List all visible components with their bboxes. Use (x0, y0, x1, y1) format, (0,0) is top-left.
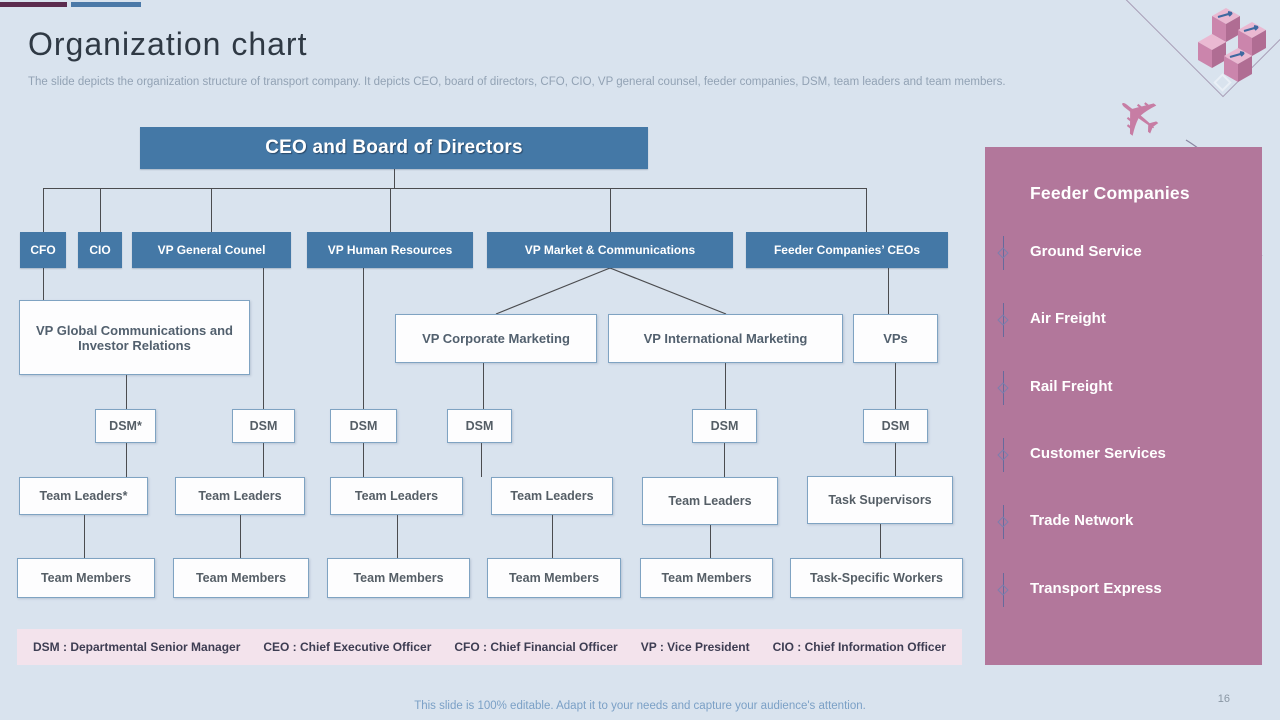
legend-item-cio: CIO : Chief Information Officer (772, 640, 946, 654)
feeder-item-rail-freight[interactable]: Rail Freight (985, 370, 1262, 406)
org-box-vp-human-resources[interactable]: VP Human Resources (307, 232, 473, 268)
org-box-dsm-4[interactable]: DSM (447, 409, 512, 443)
connector-line (126, 375, 127, 409)
org-box-team-leaders-1[interactable]: Team Leaders* (19, 477, 148, 515)
bullet-stem (1003, 371, 1004, 405)
bullet-stem (1003, 505, 1004, 539)
org-box-vp-market-communications[interactable]: VP Market & Communications (487, 232, 733, 268)
org-box-dsm-1[interactable]: DSM* (95, 409, 156, 443)
legend-item-vp: VP : Vice President (640, 640, 750, 654)
feeder-item-label: Ground Service (1030, 243, 1142, 260)
feeder-item-label: Rail Freight (1030, 378, 1113, 395)
org-box-team-members-2[interactable]: Team Members (173, 558, 309, 598)
org-box-task-supervisors[interactable]: Task Supervisors (807, 476, 953, 524)
org-box-vp-corporate-marketing[interactable]: VP Corporate Marketing (395, 314, 597, 363)
connector-line (895, 363, 896, 409)
connector-line (363, 268, 364, 409)
connector-line (481, 443, 482, 477)
org-box-team-leaders-4[interactable]: Team Leaders (491, 477, 613, 515)
feeder-item-transport-express[interactable]: Transport Express (985, 572, 1262, 608)
connector-line (43, 188, 44, 232)
abbreviation-legend: DSM : Departmental Senior Manager CEO : … (17, 629, 962, 665)
page-subtitle: The slide depicts the organization struc… (28, 76, 1006, 88)
feeder-item-customer-services[interactable]: Customer Services (985, 437, 1262, 473)
feeder-item-label: Trade Network (1030, 512, 1134, 529)
editable-note: This slide is 100% editable. Adapt it to… (414, 700, 866, 712)
connector-line (880, 524, 881, 558)
connector-line (126, 443, 127, 477)
connector-line (725, 363, 726, 409)
connector-line (390, 188, 391, 232)
feeder-item-trade-network[interactable]: Trade Network (985, 504, 1262, 540)
org-box-dsm-5[interactable]: DSM (692, 409, 757, 443)
org-box-team-leaders-3[interactable]: Team Leaders (330, 477, 463, 515)
legend-item-ceo: CEO : Chief Executive Officer (263, 640, 432, 654)
org-box-dsm-3[interactable]: DSM (330, 409, 397, 443)
connector-line (43, 268, 44, 300)
bullet-stem (1003, 438, 1004, 472)
org-box-task-specific-workers[interactable]: Task-Specific Workers (790, 558, 963, 598)
connector-line (240, 515, 241, 558)
plane-icon: ✈ (1099, 77, 1176, 156)
org-box-ceo-board[interactable]: CEO and Board of Directors (140, 127, 648, 169)
feeder-companies-panel: Feeder Companies Ground Service Air Frei… (985, 147, 1262, 665)
connector-line (724, 443, 725, 477)
accent-bar-maroon (0, 2, 67, 7)
feeder-item-air-freight[interactable]: Air Freight (985, 302, 1262, 338)
diamond-bullet-icon (997, 516, 1009, 528)
feeder-item-ground-service[interactable]: Ground Service (985, 235, 1262, 271)
feeder-item-label: Customer Services (1030, 445, 1166, 462)
bullet-stem (1003, 303, 1004, 337)
diamond-bullet-icon (997, 247, 1009, 259)
org-box-team-leaders-2[interactable]: Team Leaders (175, 477, 305, 515)
bullet-stem (1003, 236, 1004, 270)
connector-line (710, 525, 711, 558)
connector-line (888, 268, 889, 314)
org-box-dsm-6[interactable]: DSM (863, 409, 928, 443)
page-number: 16 (1217, 693, 1230, 705)
org-box-team-members-3[interactable]: Team Members (327, 558, 470, 598)
diamond-bullet-icon (997, 584, 1009, 596)
connector-line (43, 188, 866, 189)
org-box-feeder-companies-ceos[interactable]: Feeder Companies’ CEOs (746, 232, 948, 268)
org-box-team-members-4[interactable]: Team Members (487, 558, 621, 598)
connector-line (895, 443, 896, 477)
connector-line (84, 515, 85, 558)
org-box-team-members-1[interactable]: Team Members (17, 558, 155, 598)
org-box-vp-general-counsel[interactable]: VP General Counel (132, 232, 291, 268)
connector-line (263, 443, 264, 477)
accent-bar-blue (71, 2, 141, 7)
connector-line (363, 443, 364, 477)
connector-line (483, 363, 484, 409)
page-title: Organization chart (28, 26, 308, 62)
connector-line (100, 188, 101, 232)
org-box-dsm-2[interactable]: DSM (232, 409, 295, 443)
org-box-cfo[interactable]: CFO (20, 232, 66, 268)
feeder-item-label: Air Freight (1030, 310, 1106, 327)
connector-line (552, 515, 553, 558)
connector-line (211, 188, 212, 232)
org-box-team-members-5[interactable]: Team Members (640, 558, 773, 598)
connector-line (397, 515, 398, 558)
org-box-vps[interactable]: VPs (853, 314, 938, 363)
diamond-bullet-icon (997, 314, 1009, 326)
legend-item-dsm: DSM : Departmental Senior Manager (33, 640, 241, 654)
org-box-vp-global-communications[interactable]: VP Global Communications and Investor Re… (19, 300, 250, 375)
diamond-bullet-icon (997, 449, 1009, 461)
diamond-bullet-icon (997, 382, 1009, 394)
org-box-cio[interactable]: CIO (78, 232, 122, 268)
connector-line (610, 188, 611, 232)
org-box-vp-international-marketing[interactable]: VP International Marketing (608, 314, 843, 363)
legend-item-cfo: CFO : Chief Financial Officer (454, 640, 618, 654)
bullet-stem (1003, 573, 1004, 607)
feeder-panel-title: Feeder Companies (1030, 183, 1190, 203)
feeder-item-label: Transport Express (1030, 580, 1162, 597)
connector-line (866, 188, 867, 232)
org-box-team-leaders-5[interactable]: Team Leaders (642, 477, 778, 525)
connector-line (394, 169, 395, 188)
diamond-outline-decor (1095, 0, 1280, 98)
connector-line (263, 268, 264, 409)
